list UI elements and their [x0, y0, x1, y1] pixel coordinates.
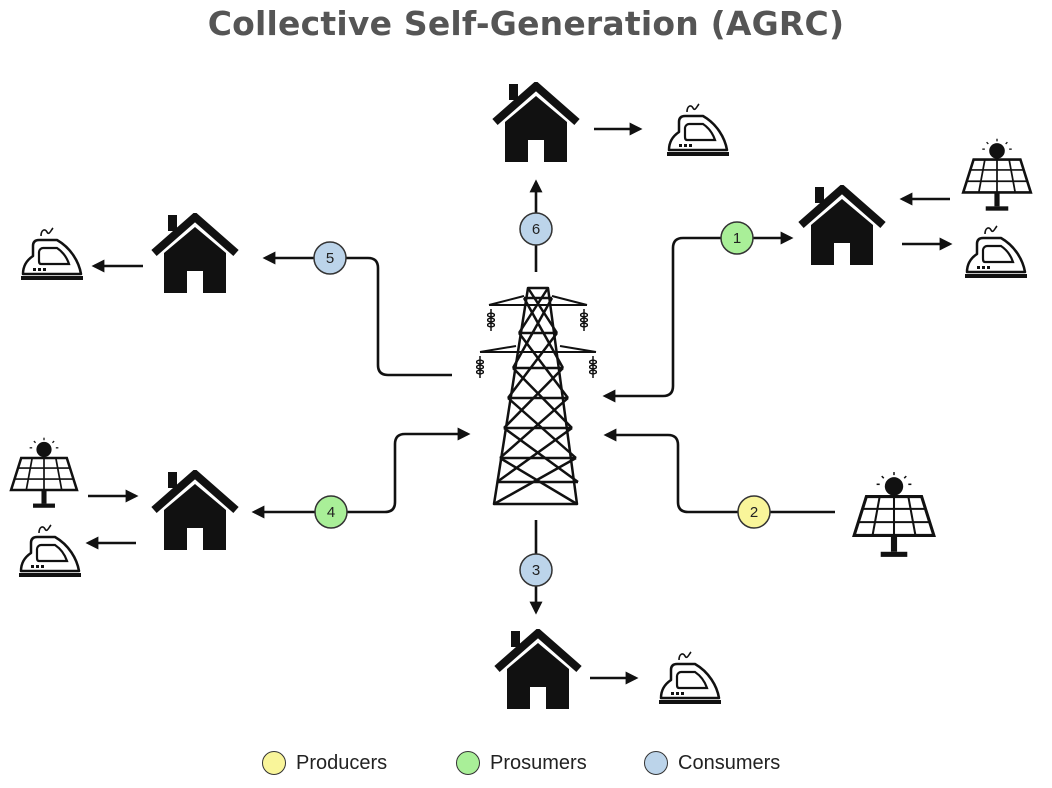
connector-5 [262, 251, 452, 377]
insulator-icon [580, 307, 588, 333]
legend-producers: Producers [262, 748, 387, 778]
node-label: 2 [750, 504, 758, 521]
node-label: 5 [326, 250, 334, 267]
node-4-prosumer: 4 [314, 495, 348, 529]
insulator-icon [589, 354, 597, 380]
diagram-title: Collective Self-Generation (AGRC) [207, 4, 845, 43]
node-5-consumer: 5 [313, 241, 347, 275]
electric-iron-icon [21, 228, 83, 278]
legend-dot-consumer [644, 751, 668, 775]
house-icon [154, 215, 236, 293]
insulator-icon [476, 354, 484, 380]
solar-panel-icon [961, 137, 1033, 212]
node-2-producer: 2 [737, 495, 771, 529]
legend-label-consumers: Consumers [678, 751, 781, 774]
connector-4 [251, 427, 471, 519]
legend-consumers: Consumers [644, 748, 780, 778]
legend-dot-producer [262, 751, 286, 775]
electric-iron-icon [19, 525, 81, 575]
node-label: 4 [327, 504, 335, 521]
node-label: 1 [733, 230, 741, 247]
legend-label-producers: Producers [296, 751, 388, 774]
house-icon [495, 84, 577, 162]
electric-iron-icon [657, 650, 723, 704]
connector-2 [603, 428, 835, 514]
solar-panel-icon [852, 470, 936, 559]
node-3-consumer: 3 [519, 553, 553, 587]
transmission-tower-icon [479, 286, 597, 506]
electric-iron-icon [665, 102, 731, 156]
legend-label-prosumers: Prosumers [490, 751, 587, 774]
node-label: 3 [532, 562, 540, 579]
insulator-icon [487, 307, 495, 333]
house-icon [801, 187, 883, 265]
node-label: 6 [532, 221, 540, 238]
node-6-consumer: 6 [519, 212, 553, 246]
house-icon [497, 631, 579, 709]
solar-panel-icon [9, 436, 79, 510]
node-1-prosumer: 1 [720, 221, 754, 255]
legend-dot-prosumer [456, 751, 480, 775]
electric-iron-icon [965, 226, 1027, 276]
legend-prosumers: Prosumers [456, 748, 587, 778]
connector-1 [602, 231, 794, 403]
house-icon [154, 472, 236, 550]
